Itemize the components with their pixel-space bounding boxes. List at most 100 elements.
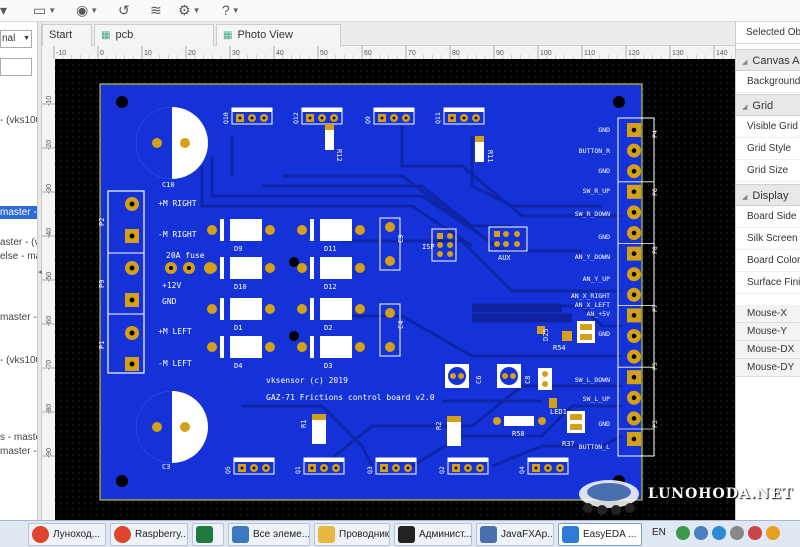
transistor-tab [374,108,414,112]
ruler-label: 60 [364,50,372,57]
task-excel[interactable] [192,523,224,546]
task-control-panel[interactable]: Все элеме... [228,523,310,546]
task-admin-console[interactable]: Админист... [394,523,472,546]
transistor-label: Q4 [518,466,526,474]
help-icon[interactable]: ?▼ [222,2,240,18]
small-caps [379,217,401,357]
diode-band [224,298,230,320]
task-javafx[interactable]: JavaFXAp... [476,523,554,546]
design-tree-item[interactable]: - (vks100 [0,355,38,366]
transistor-hole [394,466,398,470]
task-explorer[interactable]: Проводник [314,523,390,546]
file-icon[interactable]: ▾ [0,2,8,18]
eye-icon[interactable]: ◉▼ [76,2,99,18]
prop-silk-screen[interactable]: Silk Screen [736,228,800,250]
diode-pad [355,342,365,352]
terminal-label: -M RIGHT [158,230,197,239]
ruler-label: 10 [144,50,152,57]
connector-hole [631,210,637,215]
diode-band [224,219,230,241]
tab-start[interactable]: Start [42,24,92,46]
transistor-hole [240,466,244,470]
gear-icon[interactable]: ⚙▼ [178,2,201,18]
task-chrome-raspberry[interactable]: Raspberry... [110,523,188,546]
design-tree-item[interactable]: aster - (vks100 [0,237,37,248]
pin-label: GND [598,420,610,428]
mouse-dy-readout: Mouse-DY [736,359,800,377]
tab-pcb[interactable]: ▦pcb [94,24,214,46]
section-canvas-attributes[interactable]: ◢Canvas A [736,49,800,71]
prop-background[interactable]: Background [736,71,800,93]
tray-app-icon[interactable] [730,526,744,540]
resistor-label: R58 [512,430,525,438]
connector-label: P5 [651,362,659,370]
section-grid[interactable]: ◢Grid [736,94,800,116]
diode-pad [265,225,275,235]
ruler-label: -60 [46,316,53,326]
diode-label: D1 [234,324,242,332]
filter-input[interactable] [0,58,32,76]
transistor-hole [380,116,384,120]
design-tree-item[interactable]: master - (vk [0,206,37,219]
window-icon[interactable]: ▭▼ [33,2,57,18]
pin-label: AN_Y_UP [583,275,610,283]
prop-board-color[interactable]: Board Color [736,250,800,272]
diode-pad [355,263,365,273]
control-panel-icon [232,526,249,543]
connector-label: P8 [651,246,659,254]
filter-select[interactable]: nal▼ [0,30,32,48]
transistor-hole [382,466,386,470]
prop-grid-size[interactable]: Grid Size [736,160,800,182]
ruler-label: 70 [408,50,416,57]
diode-band [224,336,230,358]
transistor-hole [478,466,482,470]
fuse-label: 20A fuse [166,251,205,260]
tray-app-icon[interactable] [766,526,780,540]
diode-pad [265,304,275,314]
resistors [312,124,595,446]
prop-grid-style[interactable]: Grid Style [736,138,800,160]
tray-app-icon[interactable] [694,526,708,540]
design-tree-item[interactable]: master - ( [0,446,37,457]
layers-icon[interactable]: ≋ [150,2,162,18]
history-icon[interactable]: ↺ [118,2,130,18]
prop-surface-finish[interactable]: Surface Finis [736,272,800,294]
transistor-label: Q11 [434,112,442,124]
connector-hole [631,271,637,277]
chrome-icon [32,526,49,543]
transistor-hole [264,466,268,470]
connector-hole [631,292,637,298]
tab-photo-view[interactable]: ▦Photo View [216,24,341,46]
section-display[interactable]: ◢Display [736,184,800,206]
connector-hole [631,374,637,380]
ruler-label: -80 [46,404,53,414]
design-tree-item[interactable]: else - mas [0,251,37,262]
task-chrome-lunohod[interactable]: Луноход... [28,523,106,546]
ruler-label: 90 [496,50,504,57]
prop-visible-grid[interactable]: Visible Grid [736,116,800,138]
diode-body [310,219,352,241]
silk-labels: vksensor (c) 2019 GAZ-71 Frictions contr… [98,149,575,471]
design-tree-item[interactable]: - (vks100 [0,115,38,126]
prop-board-side[interactable]: Board Side [736,206,800,228]
connector-label: P3 [651,420,659,428]
collapse-arrow-icon[interactable]: ◀ [38,269,44,276]
design-tree-item[interactable]: s - master [0,432,37,443]
design-tree-item[interactable]: master - (vk [0,312,37,323]
language-indicator[interactable]: EN [652,527,666,538]
ruler-label: -50 [46,272,53,282]
connector-hole [631,127,637,133]
tray-app-icon[interactable] [712,526,726,540]
task-easyeda[interactable]: EasyEDA ... [558,523,642,546]
ruler-label: -70 [46,360,53,370]
transistor-hole [466,466,470,470]
tray-app-icon[interactable] [676,526,690,540]
ruler-label: -20 [46,140,53,150]
ruler-label: -10 [56,50,66,57]
transistor-hole [546,466,550,470]
transistor-hole [238,116,242,120]
tray-app-icon[interactable] [748,526,762,540]
panel-splitter[interactable] [38,22,42,520]
